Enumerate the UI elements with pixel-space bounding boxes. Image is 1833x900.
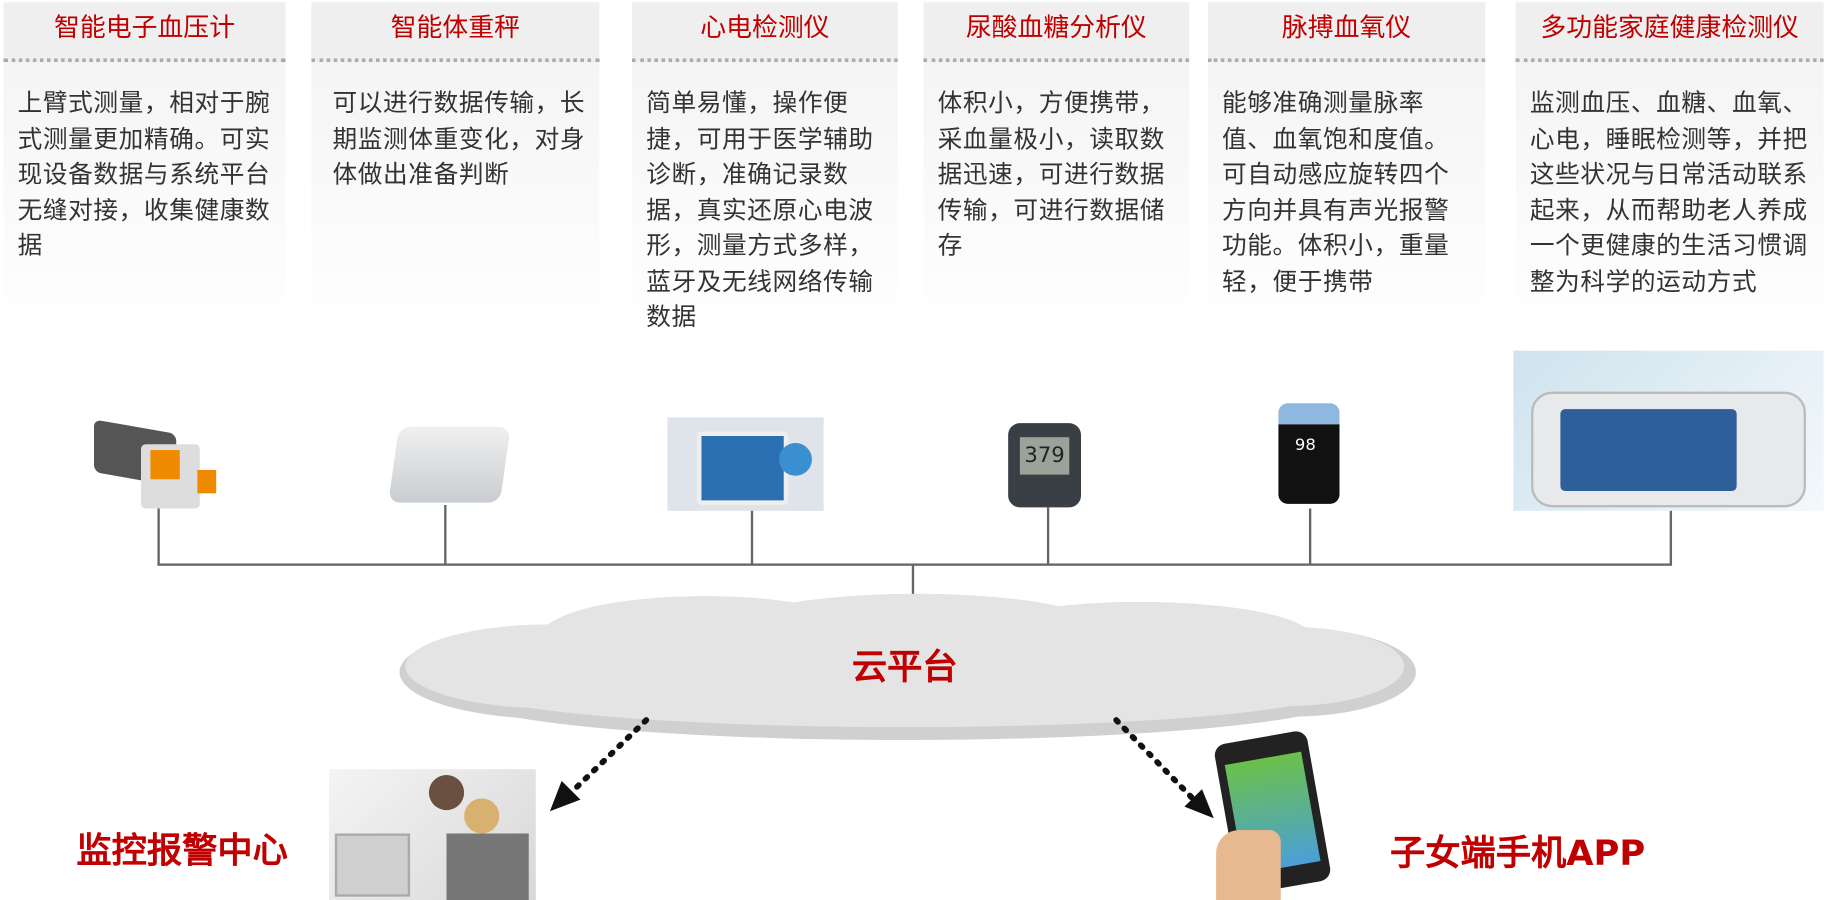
connector xyxy=(911,564,915,618)
card-desc: 上臂式测量，相对于腕式测量更加精确。可实现设备数据与系统平台无缝对接，收集健康数… xyxy=(17,88,271,260)
cloud-platform-label: 云平台 xyxy=(851,647,958,689)
device-card-bp: 智能电子血压计上臂式测量，相对于腕式测量更加精确。可实现设备数据与系统平台无缝对… xyxy=(3,2,286,342)
connector xyxy=(1308,508,1312,565)
card-desc: 监测血压、血糖、血氧、心电，睡眠检测等，并把这些状况与日常活动联系起来，从而帮助… xyxy=(1529,88,1808,296)
device-card-oximeter: 脉搏血氧仪能够准确测量脉率值、血氧饱和度值。可自动感应旋转四个方向并具有声光报警… xyxy=(1207,2,1486,342)
card-desc: 可以进行数据传输，长期监测体重变化，对身体做出准备判断 xyxy=(332,88,586,189)
phone-app-photo xyxy=(1212,729,1345,900)
card-desc: 简单易懂，操作便捷，可用于医学辅助诊断，准确记录数据，真实还原心电波形，测量方式… xyxy=(646,88,874,331)
multi-function-monitor-image xyxy=(1513,350,1824,511)
device-card-ecg: 心电检测仪简单易懂，操作便捷，可用于医学辅助诊断，准确记录数据，真实还原心电波形… xyxy=(632,2,898,342)
card-title: 脉搏血氧仪 xyxy=(1207,2,1486,62)
ecg-monitor-image xyxy=(667,417,824,511)
dotted-arrow-right xyxy=(1113,717,1214,819)
device-card-multi: 多功能家庭健康检测仪监测血压、血糖、血氧、心电，睡眠检测等，并把这些状况与日常活… xyxy=(1515,2,1824,342)
connector xyxy=(444,505,447,565)
monitoring-center-photo xyxy=(329,769,536,900)
connector xyxy=(1046,507,1050,565)
oximeter-display: 98 xyxy=(1278,424,1340,504)
card-title: 多功能家庭健康检测仪 xyxy=(1515,2,1824,62)
card-title: 心电检测仪 xyxy=(632,2,898,62)
connector xyxy=(1669,510,1673,565)
connector xyxy=(750,510,754,565)
dotted-arrow-left xyxy=(549,717,650,812)
bus-line xyxy=(157,563,1673,566)
pulse-oximeter-image: 98 xyxy=(1278,403,1340,508)
connector xyxy=(157,508,160,565)
blood-pressure-monitor-image xyxy=(94,419,223,509)
monitoring-center-label: 监控报警中心 xyxy=(76,831,288,873)
device-card-glucose: 尿酸血糖分析仪体积小，方便携带，采血量极小，读取数据迅速，可进行数据传输，可进行… xyxy=(923,2,1190,342)
family-app-label: 子女端手机APP xyxy=(1390,833,1646,875)
card-desc: 能够准确测量脉率值、血氧饱和度值。可自动感应旋转四个方向并具有声光报警功能。体积… xyxy=(1222,88,1450,296)
glucose-meter-image: 379 xyxy=(1008,423,1081,508)
glucose-display: 379 xyxy=(1019,437,1070,475)
card-title: 智能体重秤 xyxy=(311,2,600,62)
card-title: 智能电子血压计 xyxy=(3,2,286,62)
card-title: 尿酸血糖分析仪 xyxy=(923,2,1190,62)
device-card-scale: 智能体重秤可以进行数据传输，长期监测体重变化，对身体做出准备判断 xyxy=(311,2,600,342)
card-desc: 体积小，方便携带，采血量极小，读取数据迅速，可进行数据传输，可进行数据储存 xyxy=(937,88,1166,260)
